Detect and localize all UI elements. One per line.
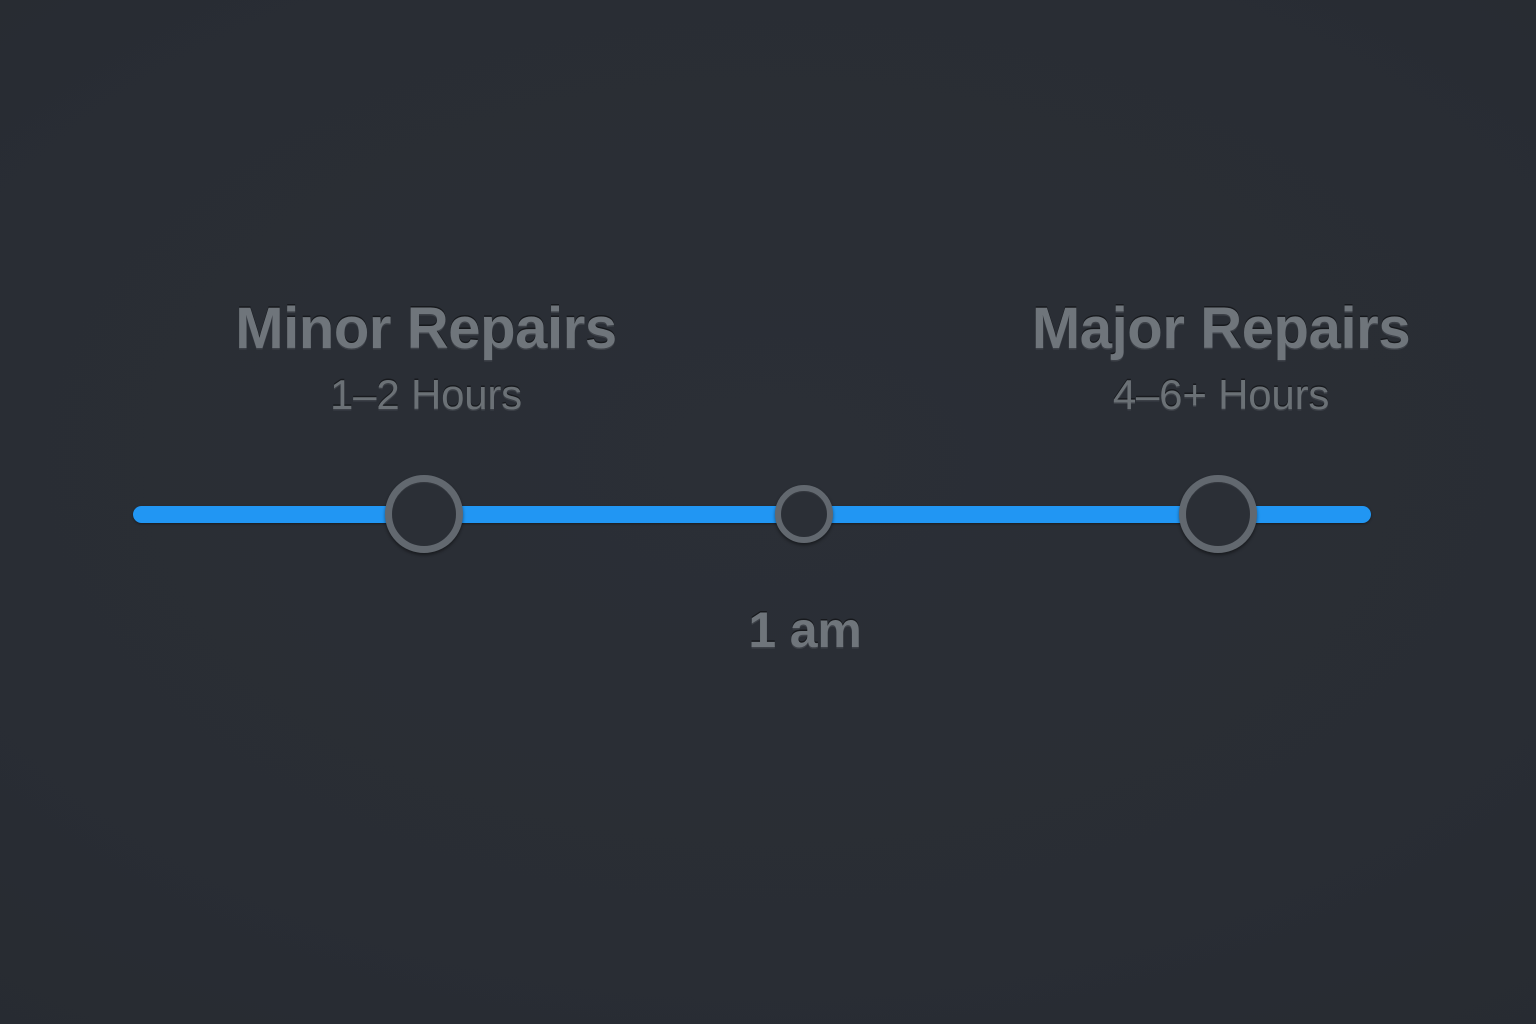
minor-repairs-title: Minor Repairs — [235, 296, 617, 361]
major-repairs-title: Major Repairs — [1031, 296, 1411, 361]
slider-handle-start[interactable] — [385, 475, 463, 553]
major-repairs-label-group: Major Repairs 4–6+ Hours — [1031, 296, 1411, 418]
major-repairs-duration: 4–6+ Hours — [1112, 371, 1330, 418]
slider-selected-value: 1 am — [748, 602, 862, 658]
slider-handle-end[interactable] — [1179, 475, 1257, 553]
minor-repairs-label-group: Minor Repairs 1–2 Hours — [235, 300, 617, 416]
slider-handle-middle[interactable] — [775, 485, 833, 543]
minor-repairs-duration: 1–2 Hours — [330, 371, 522, 418]
